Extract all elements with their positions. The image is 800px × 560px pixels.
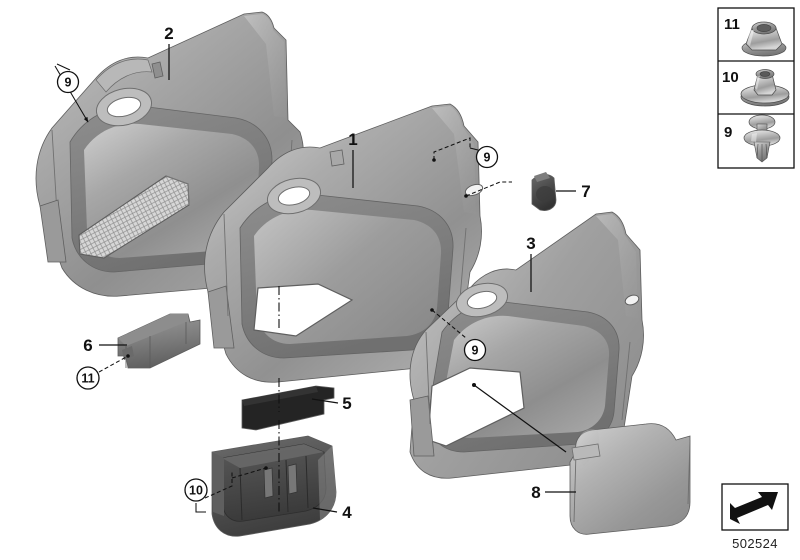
fastener-callout-9c[interactable]: 9 xyxy=(430,308,487,362)
callout-label-2: 2 xyxy=(164,24,173,43)
legend-item-hex-nut-washer[interactable]: 10 xyxy=(722,69,790,107)
fastener-callout-11-bracket[interactable]: 11 xyxy=(76,354,130,390)
hex-nut-flange-icon xyxy=(741,21,787,57)
fastener-callout-9b[interactable]: 9 xyxy=(432,137,512,198)
callout-leaders xyxy=(99,44,576,513)
callout-label-6: 6 xyxy=(83,336,92,355)
callout-label-4: 4 xyxy=(342,503,352,522)
fastener-callout-10-tray[interactable]: 10 xyxy=(184,466,268,513)
drawing-id-text: 502524 xyxy=(732,536,778,551)
drawing-id-box: 502524 xyxy=(721,483,789,551)
part-7-trim-cap-plug[interactable] xyxy=(531,172,557,211)
legend-item-push-pin-clip[interactable]: 9 xyxy=(724,114,781,163)
fastener-callout-label-10b: 10 xyxy=(189,484,203,498)
callout-label-3: 3 xyxy=(526,234,535,253)
bent-arrow-icon xyxy=(730,492,778,524)
fastener-callout-label-9a: 9 xyxy=(65,76,72,90)
fastener-callout-label-9b: 9 xyxy=(484,151,491,165)
legend-item-flanged-hex-nut[interactable]: 11 xyxy=(724,16,787,57)
part-8-mount-leader xyxy=(472,383,567,453)
fastener-callout-label-9c: 9 xyxy=(472,344,479,358)
legend-label-9: 9 xyxy=(724,124,732,141)
callout-label-7: 7 xyxy=(581,182,590,201)
fastener-callout-label-11b: 11 xyxy=(81,372,94,386)
hex-nut-washer-icon xyxy=(740,69,790,107)
push-pin-clip-icon xyxy=(743,114,781,163)
legend-label-11: 11 xyxy=(724,16,740,33)
callout-label-5: 5 xyxy=(342,394,351,413)
part-5-storage-compartment-mat[interactable] xyxy=(241,385,335,431)
fastener-legend-box[interactable]: 11 10 9 xyxy=(717,7,795,169)
fastener-callout-9a[interactable]: 9 xyxy=(54,63,89,123)
legend-label-10: 10 xyxy=(722,69,739,86)
callout-label-8: 8 xyxy=(531,483,540,502)
part-8-wheel-arch-cover[interactable] xyxy=(569,423,691,535)
part-4-storage-compartment-tray[interactable] xyxy=(211,435,337,537)
part-6-small-trim-bracket[interactable] xyxy=(117,313,201,369)
part-number-labels: 2 1 3 6 5 4 7 8 xyxy=(83,24,590,522)
callout-label-1: 1 xyxy=(348,130,357,149)
